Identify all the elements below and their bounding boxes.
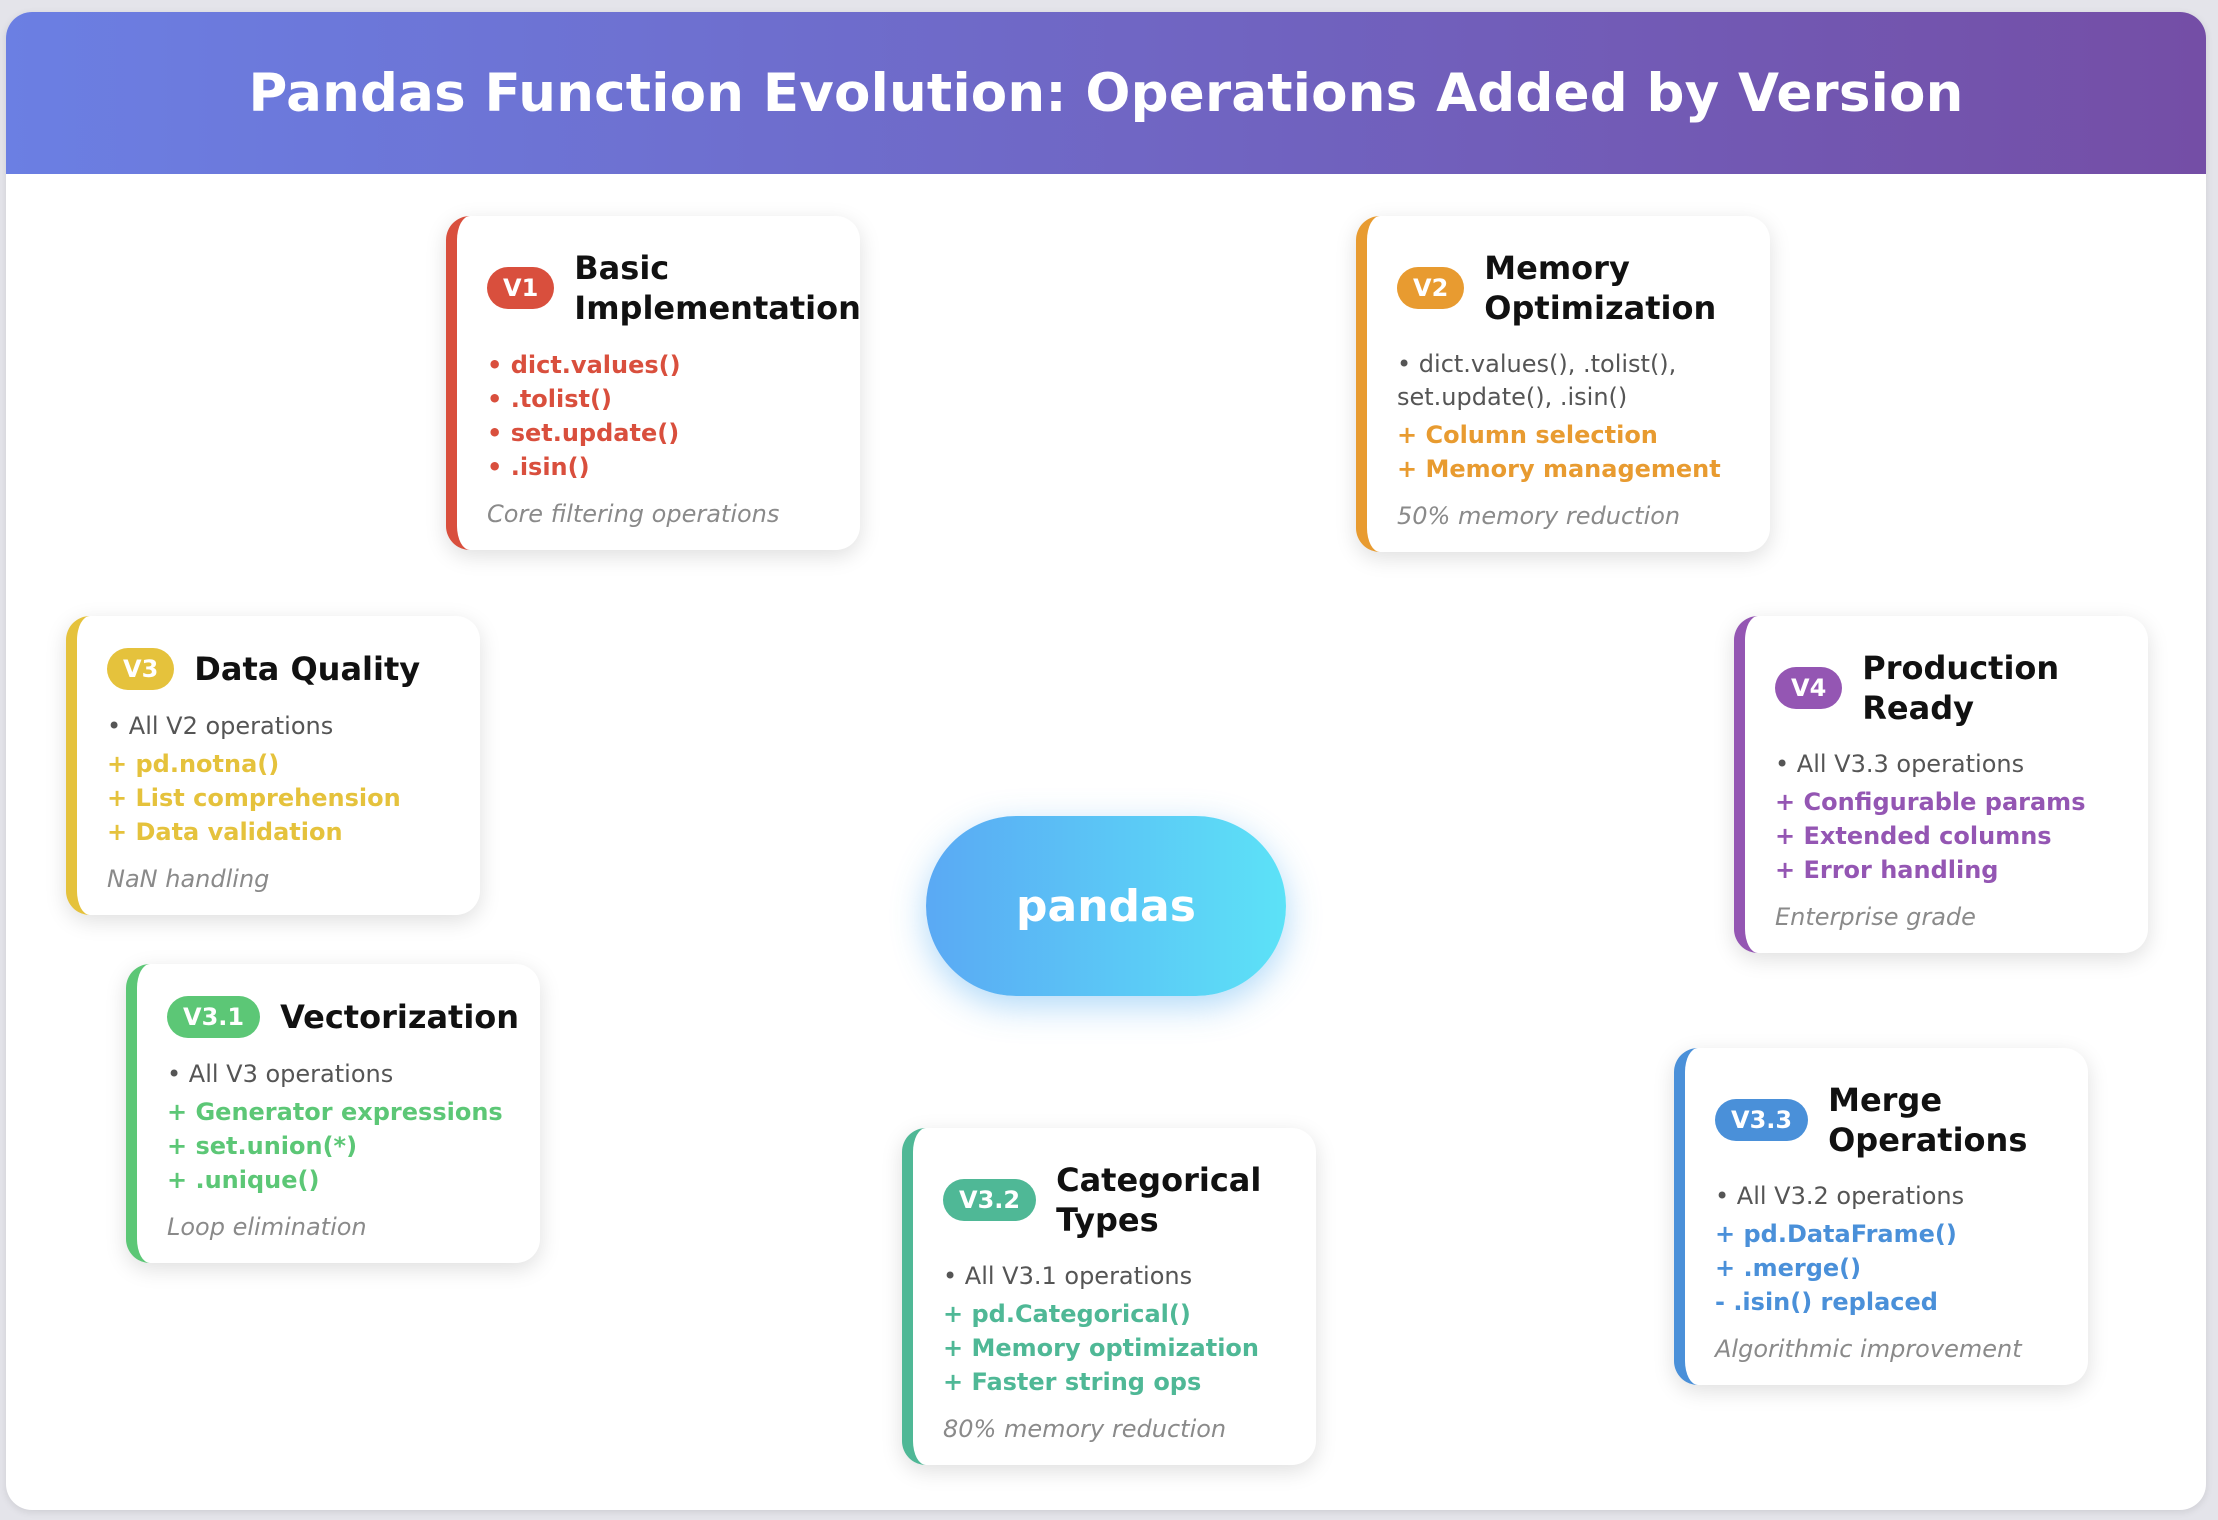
card-note: Enterprise grade (1775, 903, 1976, 931)
center-node-pandas: pandas (926, 816, 1286, 996)
inherited-operations: • All V3.2 operations (1715, 1182, 1965, 1210)
card-note: 50% memory reduction (1397, 502, 1681, 530)
operation-item: • .tolist() (487, 385, 612, 413)
card-title: Production Ready (1862, 649, 2060, 727)
operation-item: • dict.values() (487, 351, 681, 379)
operation-item: + Error handling (1775, 856, 1999, 884)
inherited-operations: • dict.values(), .tolist(), set.update()… (1397, 350, 1677, 411)
version-badge: V3.3 (1715, 1099, 1809, 1141)
page-title: Pandas Function Evolution: Operations Ad… (248, 62, 1964, 124)
card-note: Loop elimination (167, 1213, 367, 1241)
card-title: Memory Optimization (1484, 249, 1717, 327)
version-badge: V3.1 (167, 996, 261, 1038)
operation-item: + pd.Categorical() (943, 1300, 1191, 1328)
version-badge: V4 (1775, 667, 1843, 709)
operation-item: + Column selection (1397, 421, 1658, 449)
card-title: Vectorization (280, 998, 520, 1036)
operation-item: + pd.notna() (107, 750, 280, 778)
operation-item: + .unique() (167, 1166, 320, 1194)
card-v3-3: V3.3 Merge Operations • All V3.2 operati… (1674, 1048, 2088, 1385)
operation-item: • .isin() (487, 453, 590, 481)
diagram-frame: Pandas Function Evolution: Operations Ad… (6, 12, 2206, 1510)
card-title: Data Quality (194, 650, 421, 688)
operation-item: • set.update() (487, 419, 680, 447)
version-badge: V1 (487, 267, 555, 309)
card-note: NaN handling (107, 865, 270, 893)
card-v3: V3 Data Quality • All V2 operations + pd… (66, 616, 480, 915)
operation-item: + Memory optimization (943, 1334, 1259, 1362)
operation-item: + Memory management (1397, 455, 1721, 483)
card-note: Core filtering operations (487, 500, 780, 528)
version-badge: V3 (107, 648, 175, 690)
card-title: Basic Implementation (574, 249, 861, 327)
inherited-operations: • All V3 operations (167, 1060, 394, 1088)
operation-item: - .isin() replaced (1715, 1288, 1938, 1316)
inherited-operations: • All V3.3 operations (1775, 750, 2025, 778)
operation-item: + Extended columns (1775, 822, 2052, 850)
card-title: Categorical Types (1056, 1161, 1262, 1239)
version-badge: V3.2 (943, 1179, 1037, 1221)
card-v2: V2 Memory Optimization • dict.values(), … (1356, 216, 1770, 552)
card-v1: V1 Basic Implementation • dict.values() … (446, 216, 861, 550)
operation-item: + .merge() (1715, 1254, 1862, 1282)
operation-item: + List comprehension (107, 784, 401, 812)
operation-item: + Data validation (107, 818, 343, 846)
operation-item: + Configurable params (1775, 788, 2086, 816)
card-note: Algorithmic improvement (1715, 1335, 2022, 1363)
header-banner: Pandas Function Evolution: Operations Ad… (6, 12, 2206, 174)
operation-item: + pd.DataFrame() (1715, 1220, 1957, 1248)
version-badge: V2 (1397, 267, 1465, 309)
operation-item: + Generator expressions (167, 1098, 503, 1126)
operation-item: + Faster string ops (943, 1368, 1202, 1396)
inherited-operations: • All V3.1 operations (943, 1262, 1193, 1290)
card-title: Merge Operations (1828, 1081, 2028, 1159)
inherited-operations: • All V2 operations (107, 712, 334, 740)
operation-item: + set.union(*) (167, 1132, 358, 1160)
card-v4: V4 Production Ready • All V3.3 operation… (1734, 616, 2148, 953)
card-note: 80% memory reduction (943, 1415, 1227, 1443)
card-v3-1: V3.1 Vectorization • All V3 operations +… (126, 964, 540, 1263)
card-v3-2: V3.2 Categorical Types • All V3.1 operat… (902, 1128, 1316, 1465)
